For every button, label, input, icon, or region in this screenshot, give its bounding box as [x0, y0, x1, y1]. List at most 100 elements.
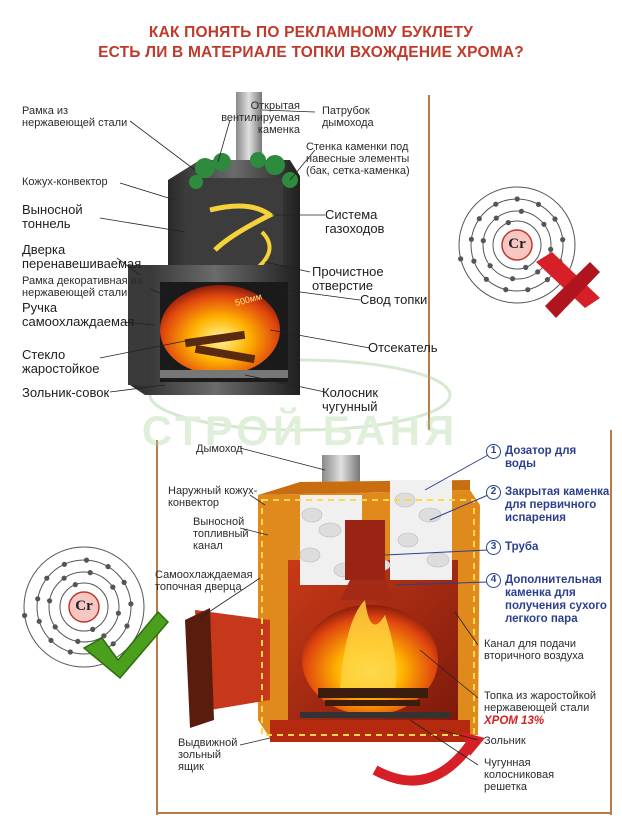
electron	[523, 264, 529, 270]
electron	[52, 624, 58, 630]
label-decorative-frame: Рамка декоративная из нержавеющей стали	[22, 275, 142, 299]
electron	[87, 570, 93, 576]
electron	[487, 263, 493, 269]
electron	[48, 637, 54, 644]
electron	[72, 582, 78, 588]
page-title-line-1: КАК ПОНЯТЬ ПО РЕКЛАМНОМУ БУКЛЕТУ	[148, 24, 474, 41]
label-reversible-door: Дверка перенавешиваемая	[22, 242, 142, 271]
cross-icon	[536, 252, 600, 318]
label-steel-frame: Рамка из нержавеющей стали	[22, 105, 128, 129]
electron	[75, 638, 81, 645]
frame-bottom-line	[156, 812, 612, 814]
electron	[44, 575, 50, 581]
electron	[505, 220, 511, 226]
electron	[560, 237, 566, 243]
stove-1-leader-lines-right	[217, 109, 371, 393]
electron	[544, 277, 551, 283]
label-remote-tunnel: Выносной тоннель	[22, 202, 83, 231]
electron	[483, 276, 489, 282]
watermark-text: СТРОЙ БАНЯ	[142, 406, 458, 454]
marker-2: 2	[486, 485, 501, 500]
electron	[110, 641, 116, 647]
label-convector-casing: Кожух-конвектор	[22, 176, 108, 188]
electrons-bottom	[22, 557, 134, 656]
electron	[493, 215, 499, 221]
electron	[476, 216, 482, 222]
frame-right-line-2	[610, 430, 612, 815]
label-fire-door: Самоохлаждаемая топочная дверца	[155, 569, 253, 593]
electron	[509, 276, 516, 282]
electron	[518, 208, 525, 214]
chromium-atom-diagram-bottom	[23, 546, 145, 668]
chromium-atom-diagram-top	[458, 186, 576, 304]
stove-2-illustration	[185, 455, 485, 786]
electron	[525, 287, 531, 293]
frame-right-line	[428, 95, 430, 430]
label-outer-casing: Наружный кожух-конвектор	[168, 485, 258, 509]
electron	[47, 598, 53, 604]
electron	[90, 626, 96, 633]
label-closed-heater: Закрытая каменка для первичного испарени…	[505, 486, 610, 524]
label-extra-heater: Дополнительная каменка для получения сух…	[505, 574, 607, 625]
stove-2-leader-lines	[199, 447, 479, 766]
label-secondary-air: Канал для подачи вторичного воздуха	[484, 638, 584, 662]
label-chimney-pipe: Патрубок дымохода	[322, 105, 374, 129]
label-heat-glass: Стекло жаростойкое	[22, 347, 100, 376]
electron	[535, 269, 541, 275]
label-firebox-steel: Топка из жаростойкой нержавеющей стали	[484, 690, 596, 714]
atom-symbol-bottom: Cr	[75, 598, 93, 614]
label-ash-pit: Зольник	[484, 735, 526, 747]
electron	[503, 287, 509, 293]
label-firebox-vault: Свод топки	[360, 292, 428, 307]
electron	[36, 618, 42, 624]
stove-2-numbered-leaders	[384, 454, 489, 586]
label-cast-iron-grate: Чугунная колосниковая решетка	[484, 757, 555, 793]
electron	[101, 633, 107, 639]
page-title-line-2: ЕСТЬ ЛИ В МАТЕРИАЛЕ ТОПКИ ВХОЖДЕНИЕ ХРОМ…	[98, 44, 524, 61]
electron	[493, 201, 499, 207]
electrons-top	[458, 196, 566, 293]
electron	[22, 612, 28, 619]
electron	[514, 196, 520, 202]
marker-1: 1	[486, 444, 501, 459]
label-cleanout: Прочистное отверстие	[312, 264, 384, 293]
atom-symbol-top: Cr	[508, 236, 526, 252]
label-fuel-channel: Выносной топливный канал	[193, 516, 249, 552]
electron	[480, 238, 486, 244]
stove-1-illustration: 500мм	[128, 92, 300, 395]
electron	[548, 246, 554, 252]
label-open-heater: Открытая вентилируемая каменка	[221, 100, 300, 136]
electron	[67, 649, 73, 655]
chrome-note: ХРОМ 13%	[484, 715, 545, 727]
marker-3: 3	[486, 540, 501, 555]
electron	[541, 221, 547, 227]
label-ash-scoop: Зольник-совок	[22, 385, 110, 400]
electron	[35, 596, 41, 602]
electron	[552, 216, 558, 222]
electron	[121, 579, 127, 586]
marker-4: 4	[486, 573, 501, 588]
electron	[61, 561, 67, 567]
label-deflector: Отсекатель	[368, 340, 438, 355]
electron	[535, 201, 542, 207]
check-icon	[82, 610, 170, 680]
electron	[128, 601, 134, 607]
label-cool-handle: Ручка самоохлаждаемая	[22, 300, 135, 329]
electron	[471, 258, 477, 264]
electron	[110, 584, 116, 590]
electron	[115, 610, 121, 616]
label-ash-drawer: Выдвижной зольный ящик	[178, 737, 238, 773]
label-cast-grate: Колосник чугунный	[322, 385, 379, 414]
electron	[458, 256, 464, 262]
electron	[105, 564, 111, 570]
label-chimney: Дымоход	[196, 443, 243, 455]
electron	[468, 236, 474, 242]
label-pipe: Труба	[505, 541, 539, 553]
electron	[124, 623, 130, 629]
label-water-dispenser: Дозатор для воды	[505, 445, 577, 470]
electron	[83, 557, 90, 563]
label-gas-system: Система газоходов	[325, 207, 385, 236]
label-heater-wall: Стенка каменки под навесные элементы (ба…	[306, 141, 410, 177]
electron	[61, 575, 67, 581]
